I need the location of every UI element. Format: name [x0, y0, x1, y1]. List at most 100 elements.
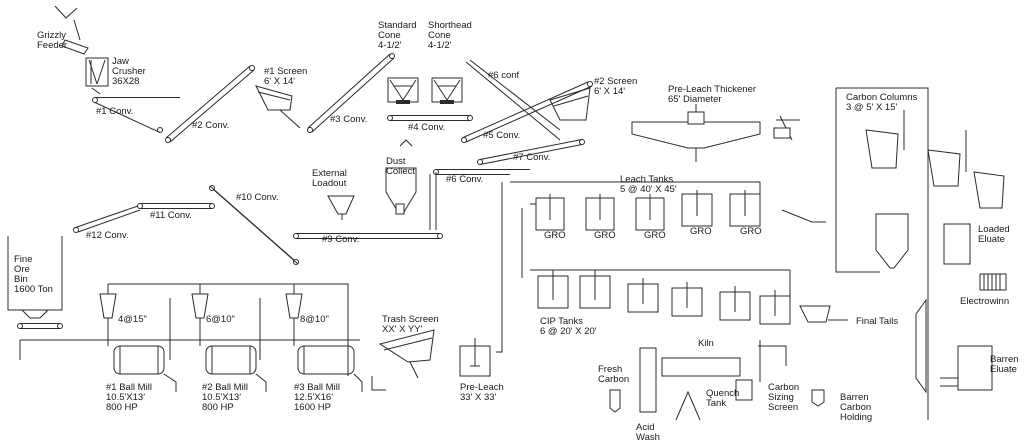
conv8-label: #6 Conv.: [446, 174, 483, 185]
ball2-label-line2: 10.5'X13': [202, 392, 241, 403]
conveyor-9: [293, 233, 443, 239]
conv12-label: #12 Conv.: [86, 230, 129, 241]
shorthead-cone-label-line3: 4-1/2': [428, 40, 452, 51]
screen-2: [549, 87, 591, 121]
conv10-label: #10 Conv.: [236, 192, 279, 203]
cip-label-line2: 6 @ 20' X 20': [540, 326, 597, 337]
screen2-label-line1: #2 Screen: [594, 76, 637, 87]
leach-tags: GRO GRO GRO GRO GRO: [544, 226, 762, 241]
grizzly-label-line2: Feeder: [37, 40, 67, 51]
conveyor-5: [461, 81, 593, 143]
cyclone1-label: 4@15": [118, 314, 147, 325]
fresh-carbon-label-line1: Fresh: [598, 364, 622, 375]
agitator-tag: GRO: [594, 230, 616, 241]
conv7-label: #7 Conv.: [513, 152, 550, 163]
shorthead-cone-label-line2: Cone: [428, 30, 451, 41]
quench-label-line2: Tank: [706, 398, 726, 409]
grizzly-feeder: [54, 5, 89, 55]
acid-label-line2: Wash: [636, 432, 660, 443]
conv4-label: #4 Conv.: [408, 122, 445, 133]
conv3-label: #3 Conv.: [330, 114, 367, 125]
loaded-eluate-label-line1: Loaded: [978, 224, 1010, 235]
barren-eluate-label-line1: Barren: [990, 354, 1019, 365]
barren-carbon-label-line1: Barren: [840, 392, 869, 403]
conv6conf-label: #6 conf: [488, 70, 520, 81]
ball1-label-line3: 800 HP: [106, 402, 138, 413]
barren-eluate-label-line2: Eluate: [990, 364, 1017, 375]
conv2-label: #2 Conv.: [192, 120, 229, 131]
conveyor-1: [92, 97, 180, 133]
standard-cone-label-line2: Cone: [378, 30, 401, 41]
screen1-label-line1: #1 Screen: [264, 66, 307, 77]
screen-1: [255, 85, 301, 129]
shorthead-cone: [431, 77, 463, 104]
ball3-label-line1: #3 Ball Mill: [294, 382, 340, 393]
fresh-carbon-label-line2: Carbon: [598, 374, 629, 385]
jaw-label-line3: 36X28: [112, 76, 139, 87]
leach-label-line2: 5 @ 40' X 45': [620, 184, 677, 195]
carbon-columns-label-line2: 3 @ 5' X 15': [846, 102, 897, 113]
acid-label-line1: Acid: [636, 422, 654, 433]
grinding-circuit-pipes: [107, 283, 349, 376]
fine-ore-bin: [7, 236, 360, 360]
jaw-label-line2: Crusher: [112, 66, 146, 77]
barren-carbon-label-line2: Carbon: [840, 402, 871, 413]
preleach-label-line2: 33' X 33': [460, 392, 497, 403]
trash-screen-label-line1: Trash Screen: [382, 314, 439, 325]
ball3-label-line2: 12.5'X16': [294, 392, 333, 403]
fine-ore-label-line4: 1600 Ton: [14, 284, 53, 295]
fine-ore-label-line2: Ore: [14, 264, 30, 275]
cyclone3-label: 8@10": [300, 314, 329, 325]
conv5-label: #5 Conv.: [483, 130, 520, 141]
conv11-label: #11 Conv.: [150, 210, 192, 221]
sizing-label-line2: Sizing: [768, 392, 794, 403]
sizing-label-line3: Screen: [768, 402, 798, 413]
conveyor-12: [73, 205, 141, 233]
kiln-label: Kiln: [698, 338, 714, 349]
preleach-label-line1: Pre-Leach: [460, 382, 504, 393]
conveyor-8: [429, 169, 530, 230]
quench-label-line1: Quench: [706, 388, 739, 399]
conveyor-3: [307, 53, 395, 133]
conv9-label: #9 Conv.: [322, 234, 359, 245]
external-label-line1: External: [312, 168, 347, 179]
final-tails-label: Final Tails: [856, 316, 898, 327]
ball3-label-line3: 1600 HP: [294, 402, 331, 413]
ball2-label-line1: #2 Ball Mill: [202, 382, 248, 393]
ball-mill-3-group: [285, 293, 363, 392]
thickener-label-line2: 65' Diameter: [668, 94, 722, 105]
cip-tanks: [530, 269, 848, 325]
cyclone2-label: 6@10": [206, 314, 235, 325]
ball1-label-line1: #1 Ball Mill: [106, 382, 152, 393]
cip-label-line1: CIP Tanks: [540, 316, 583, 327]
trash-screen: [371, 329, 435, 391]
ball-mill-1-group: [99, 293, 177, 392]
conveyor-4: [387, 115, 473, 121]
conveyor-10: [209, 185, 299, 265]
carbon-columns: [781, 87, 1005, 420]
standard-cone-label-line1: Standard: [378, 20, 417, 31]
agitator-tag: GRO: [690, 226, 712, 237]
leach-tanks: [510, 181, 761, 278]
fine-ore-label-line3: Bin: [14, 274, 28, 285]
electrowinn-label: Electrowinn: [960, 296, 1009, 307]
fine-ore-label-line1: Fine: [14, 254, 32, 265]
conv1-label: #1 Conv.: [96, 106, 133, 117]
sizing-label-line1: Carbon: [768, 382, 799, 393]
dust-collector: [385, 139, 417, 215]
external-label-line2: Loadout: [312, 178, 347, 189]
conveyor-11: [137, 203, 215, 209]
agitator-tag: GRO: [740, 226, 762, 237]
ball-mill-2-group: [191, 293, 267, 392]
pre-leach-tank: [459, 182, 503, 377]
screen2-label-line2: 6' X 14': [594, 86, 625, 97]
agitator-tag: GRO: [644, 230, 666, 241]
thickener-label-line1: Pre-Leach Thickener: [668, 84, 756, 95]
ball1-label-line2: 10.5'X13': [106, 392, 145, 403]
ball2-label-line3: 800 HP: [202, 402, 234, 413]
agitator-tag: GRO: [544, 230, 566, 241]
leach-label-line1: Leach Tanks: [620, 174, 673, 185]
loaded-eluate-label-line2: Eluate: [978, 234, 1005, 245]
conveyor-6-conf: [465, 59, 561, 141]
jaw-label-line1: Jaw: [112, 56, 129, 67]
